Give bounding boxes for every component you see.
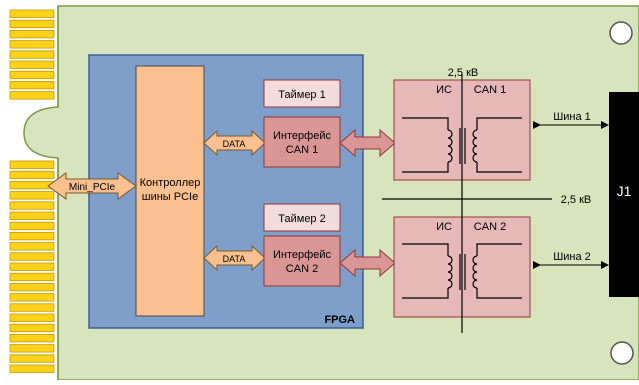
edge-contact-pin bbox=[9, 272, 55, 282]
can-interface-1-line1: Интерфейс bbox=[273, 130, 331, 142]
edge-contact-pin bbox=[9, 262, 55, 271]
controller-label-line2: шины PCIe bbox=[142, 191, 198, 203]
ic2-label-left: ИС bbox=[436, 221, 452, 233]
connector-j1 bbox=[609, 92, 639, 297]
edge-contact-pin bbox=[9, 333, 55, 343]
mounting-hole-top bbox=[609, 21, 633, 45]
edge-contact-pin bbox=[9, 201, 55, 210]
pcie-controller-block bbox=[135, 65, 205, 317]
mini-pcie-arrow bbox=[47, 172, 137, 200]
edge-contact-pin bbox=[9, 211, 55, 220]
edge-contacts-top bbox=[9, 9, 55, 100]
edge-contact-pin bbox=[9, 354, 55, 363]
edge-contact-pin bbox=[9, 50, 55, 59]
edge-contact-pin bbox=[9, 364, 55, 373]
edge-contact-pin bbox=[9, 282, 55, 292]
connector-j1-label: J1 bbox=[617, 183, 632, 199]
data-label-1: DATA bbox=[223, 139, 246, 149]
edge-contact-pin bbox=[9, 91, 55, 100]
edge-contact-pin bbox=[9, 81, 55, 90]
can-interface-2-line2: CAN 2 bbox=[286, 263, 318, 275]
ic1-label-right: CAN 1 bbox=[474, 84, 506, 96]
can-interface-2-block bbox=[263, 235, 341, 287]
timer-2-label: Таймер 2 bbox=[278, 213, 325, 225]
fpga-label: FPGA bbox=[324, 314, 355, 326]
ic1-label-left: ИС bbox=[436, 84, 452, 96]
isolation-voltage-top: 2,5 кВ bbox=[448, 67, 479, 79]
can-interface-1-block bbox=[263, 116, 341, 168]
edge-contact-pin bbox=[9, 70, 55, 80]
ic2-label-right: CAN 2 bbox=[474, 221, 506, 233]
timer-1-block bbox=[263, 79, 341, 108]
can-interface-2-line1: Интерфейс bbox=[273, 249, 331, 261]
edge-contact-pin bbox=[9, 344, 55, 353]
edge-contact-pin bbox=[9, 170, 55, 180]
edge-contact-pin bbox=[9, 19, 55, 29]
controller-label-line1: Контроллер bbox=[140, 177, 201, 189]
edge-contact-pin bbox=[9, 231, 55, 241]
mounting-hole-bottom bbox=[610, 341, 634, 365]
edge-contact-pin bbox=[9, 303, 55, 312]
isolation-voltage-mid: 2,5 кВ bbox=[561, 194, 592, 206]
can-interface-1-line2: CAN 1 bbox=[286, 144, 318, 156]
edge-contact-pin bbox=[9, 313, 55, 322]
edge-contact-pin bbox=[9, 29, 55, 39]
bus-2-label: Шина 2 bbox=[553, 251, 591, 263]
edge-contacts-bottom bbox=[9, 160, 55, 373]
edge-contact-pin bbox=[9, 9, 55, 18]
edge-contact-pin bbox=[9, 60, 55, 69]
mini-pcie-label: Mini_PCIe bbox=[69, 182, 116, 193]
timer-1-label: Таймер 1 bbox=[278, 89, 325, 101]
edge-contact-pin bbox=[9, 191, 55, 200]
data-label-2: DATA bbox=[223, 254, 246, 264]
bus-1-label: Шина 1 bbox=[553, 111, 591, 123]
transformer-2-icon bbox=[402, 243, 522, 299]
edge-contact-pin bbox=[9, 323, 55, 333]
edge-contact-pin bbox=[9, 242, 55, 251]
edge-contact-pin bbox=[9, 221, 55, 231]
edge-contact-pin bbox=[9, 160, 55, 169]
edge-contact-pin bbox=[9, 180, 55, 190]
edge-contact-pin bbox=[9, 40, 55, 49]
edge-contact-pin bbox=[9, 293, 55, 302]
timer-2-block bbox=[263, 203, 341, 232]
edge-contact-pin bbox=[9, 252, 55, 261]
transformer-1-icon bbox=[402, 117, 522, 173]
